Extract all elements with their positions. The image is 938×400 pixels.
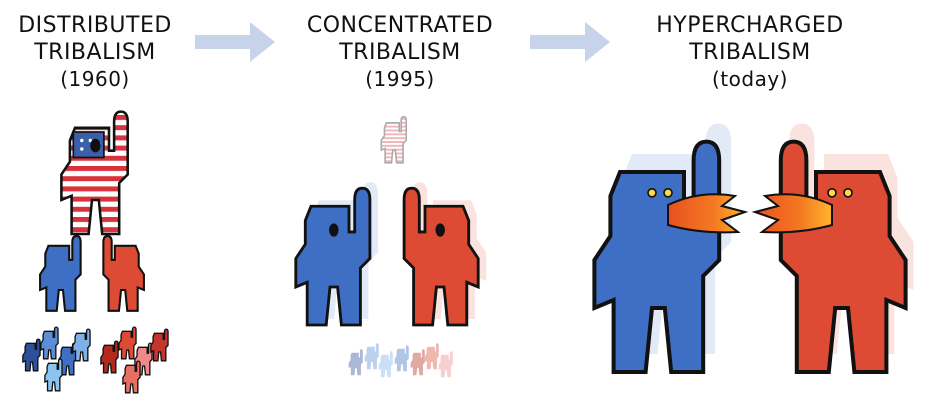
stage-title-distributed: DISTRIBUTED TRIBALISM (1960) — [0, 12, 190, 93]
blue-figure-icon — [44, 358, 63, 392]
blue-figure-icon — [39, 234, 82, 312]
blue-figure-icon — [72, 328, 91, 362]
arrow-right-icon — [530, 22, 610, 62]
blue-figure-icon — [22, 338, 41, 372]
stage-label: DISTRIBUTED — [18, 13, 172, 38]
stage-label: TRIBALISM — [339, 40, 461, 65]
stage-label: HYPERCHARGED — [656, 13, 844, 38]
fire-breath-icon — [667, 193, 749, 234]
red-figure-icon — [781, 142, 906, 372]
us-flag-figure-icon — [380, 115, 408, 164]
red-figure-icon — [100, 340, 119, 374]
blue-figure-icon — [294, 186, 372, 327]
blue-figure-icon — [40, 326, 59, 360]
stage-label: CONCENTRATED — [306, 13, 494, 38]
stage-period: (1960) — [60, 67, 130, 91]
arrow-right-icon — [195, 22, 275, 62]
stage-period: (1995) — [365, 67, 435, 91]
red-figure-icon — [150, 328, 169, 362]
red-figure-icon — [402, 186, 480, 327]
stage-title-concentrated: CONCENTRATED TRIBALISM (1995) — [290, 12, 510, 93]
blue-figure-icon — [594, 142, 719, 372]
red-figure-icon — [102, 234, 145, 312]
fire-breath-icon — [751, 193, 833, 234]
stage-title-hypercharged: HYPERCHARGED TRIBALISM (today) — [640, 12, 860, 93]
stage-label: TRIBALISM — [34, 40, 156, 65]
red-figure-icon — [122, 360, 141, 394]
stage-label: TRIBALISM — [689, 40, 811, 65]
us-flag-figure-icon — [60, 110, 129, 236]
stage-period: (today) — [712, 67, 788, 91]
red-figure-icon — [118, 326, 137, 360]
